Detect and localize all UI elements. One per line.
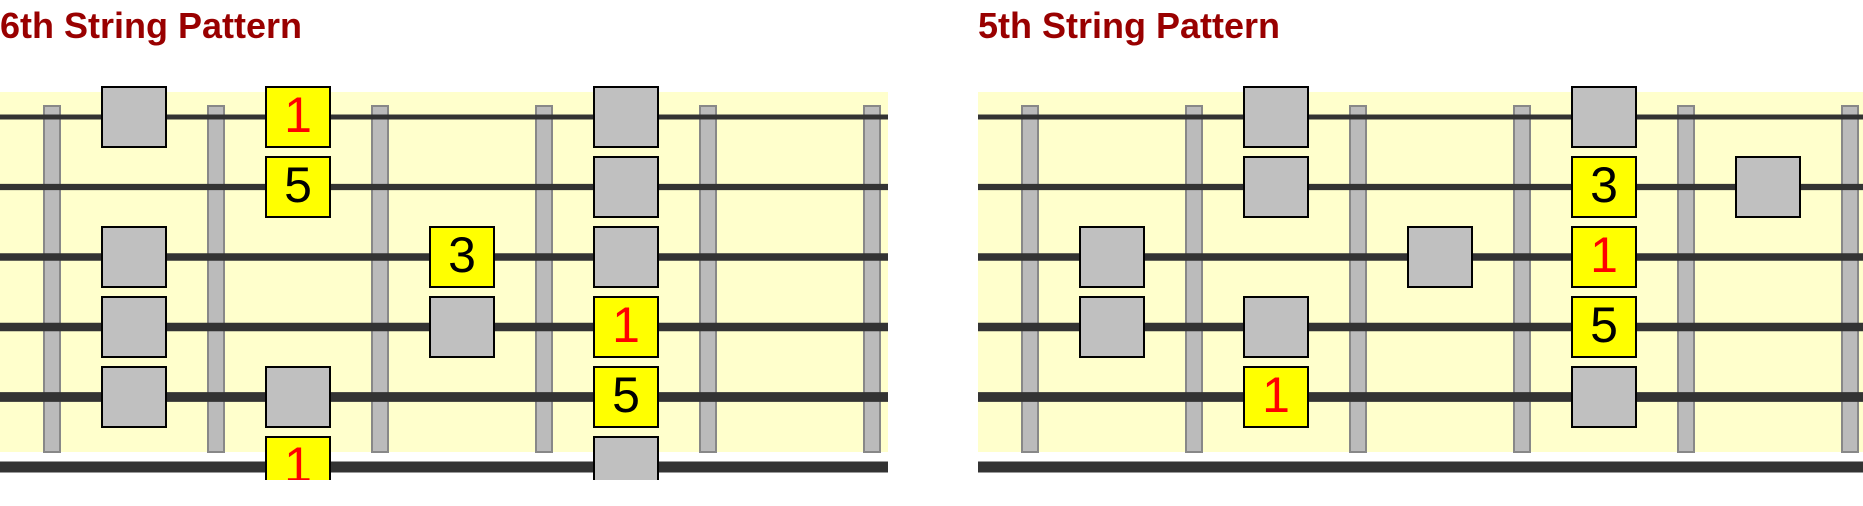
fretboard-svg: 3 1 5 1 bbox=[978, 86, 1863, 473]
scale-note bbox=[101, 296, 167, 358]
scale-note bbox=[101, 226, 167, 288]
note-box bbox=[593, 366, 659, 428]
note-box bbox=[265, 436, 331, 480]
note-box bbox=[1571, 226, 1637, 288]
scale-degree-note: 5 bbox=[1571, 296, 1637, 358]
nut bbox=[1021, 105, 1039, 453]
root-note-label: 1 bbox=[284, 437, 312, 480]
scale-note bbox=[429, 296, 495, 358]
fret-wire bbox=[207, 105, 225, 453]
scale-degree-note: 3 bbox=[429, 226, 495, 288]
root-note-label: 1 bbox=[1262, 367, 1290, 423]
scale-degree-note: 5 bbox=[593, 366, 659, 428]
scale-note bbox=[593, 226, 659, 288]
note-box bbox=[1243, 366, 1309, 428]
note-box bbox=[593, 156, 659, 218]
scale-degree-note: 3 bbox=[1571, 156, 1637, 218]
note-box bbox=[101, 366, 167, 428]
note-box bbox=[1407, 226, 1473, 288]
fretboard: 1 5 3 1 5 1 bbox=[0, 80, 888, 480]
scale-note bbox=[101, 86, 167, 148]
scale-note bbox=[1079, 296, 1145, 358]
scale-degree-note: 1 bbox=[265, 86, 331, 148]
fretboard: 3 1 5 1 bbox=[978, 80, 1863, 480]
scale-note bbox=[101, 366, 167, 428]
scale-note bbox=[1243, 156, 1309, 218]
degree-label: 5 bbox=[1590, 297, 1618, 353]
note-box bbox=[1571, 366, 1637, 428]
note-box bbox=[265, 366, 331, 428]
nut bbox=[43, 105, 61, 453]
degree-label: 3 bbox=[1590, 157, 1618, 213]
fret-wire bbox=[699, 105, 717, 453]
note-box bbox=[429, 296, 495, 358]
note-box bbox=[1571, 86, 1637, 148]
scale-note bbox=[593, 86, 659, 148]
scale-note bbox=[593, 436, 659, 480]
scale-degree-note: 1 bbox=[1571, 226, 1637, 288]
scale-note bbox=[1243, 296, 1309, 358]
scale-note bbox=[1571, 86, 1637, 148]
fret-wire bbox=[1185, 105, 1203, 453]
note-box bbox=[429, 226, 495, 288]
fret-wire bbox=[1841, 105, 1859, 453]
scale-degree-note: 5 bbox=[265, 156, 331, 218]
root-note-label: 1 bbox=[284, 87, 312, 143]
note-box bbox=[1571, 296, 1637, 358]
degree-label: 3 bbox=[448, 227, 476, 283]
note-box bbox=[265, 86, 331, 148]
note-box bbox=[1243, 86, 1309, 148]
fret-wire bbox=[535, 105, 553, 453]
root-note-label: 1 bbox=[1590, 227, 1618, 283]
note-box bbox=[1243, 296, 1309, 358]
note-box bbox=[1079, 226, 1145, 288]
note-box bbox=[1079, 296, 1145, 358]
scale-degree-note: 1 bbox=[1243, 366, 1309, 428]
fret-wire bbox=[1677, 105, 1695, 453]
note-box bbox=[1571, 156, 1637, 218]
fret-wire bbox=[863, 105, 881, 453]
degree-label: 5 bbox=[612, 367, 640, 423]
fretboard-svg: 1 5 3 1 5 1 bbox=[0, 86, 888, 480]
diagram-title: 6th String Pattern bbox=[0, 5, 303, 46]
scale-degree-note: 1 bbox=[593, 296, 659, 358]
note-box bbox=[593, 436, 659, 480]
scale-note bbox=[1407, 226, 1473, 288]
diagram-6th-string: 6th String Pattern 1 5 3 1 5 1 bbox=[0, 0, 900, 506]
scale-note bbox=[1079, 226, 1145, 288]
note-box bbox=[593, 86, 659, 148]
fret-wire bbox=[1349, 105, 1367, 453]
note-box bbox=[101, 86, 167, 148]
note-box bbox=[265, 156, 331, 218]
scale-degree-note: 1 bbox=[265, 436, 331, 480]
scale-note bbox=[1735, 156, 1801, 218]
root-note-label: 1 bbox=[612, 297, 640, 353]
note-box bbox=[593, 296, 659, 358]
note-box bbox=[1735, 156, 1801, 218]
scale-note bbox=[593, 156, 659, 218]
diagram-title: 5th String Pattern bbox=[978, 5, 1281, 46]
note-box bbox=[1243, 156, 1309, 218]
diagram-5th-string: 5th String Pattern 3 1 5 1 bbox=[978, 0, 1863, 506]
fret-wire bbox=[1513, 105, 1531, 453]
note-box bbox=[101, 296, 167, 358]
scale-note bbox=[1243, 86, 1309, 148]
note-box bbox=[593, 226, 659, 288]
note-box bbox=[101, 226, 167, 288]
scale-note bbox=[265, 366, 331, 428]
scale-note bbox=[1571, 366, 1637, 428]
degree-label: 5 bbox=[284, 157, 312, 213]
fret-wire bbox=[371, 105, 389, 453]
